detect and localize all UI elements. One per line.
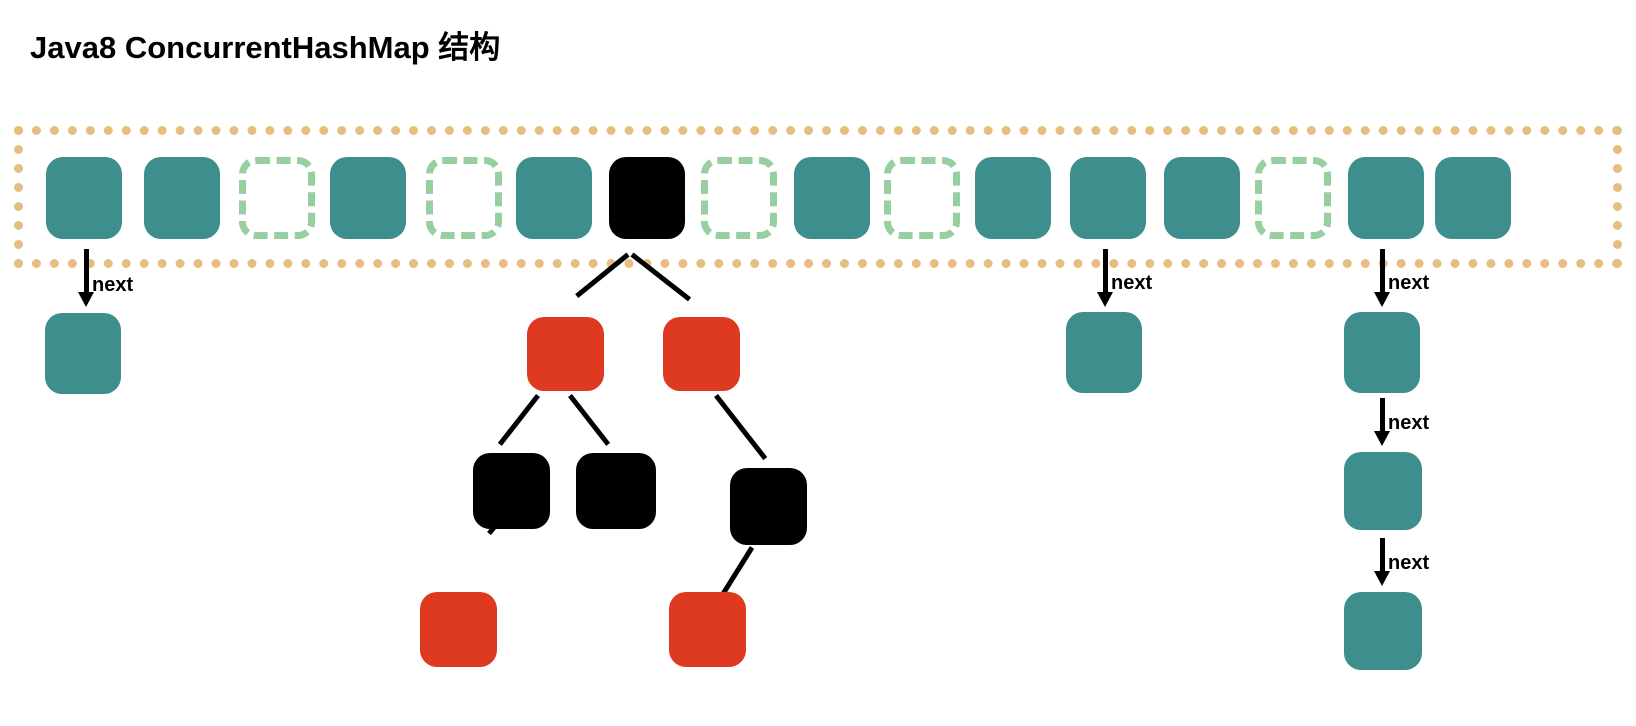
- bucket-cell-11[interactable]: [1070, 157, 1146, 239]
- bucket-cell-8[interactable]: [794, 157, 870, 239]
- next-label-bucket-14-1: next: [1388, 272, 1430, 294]
- bucket-cell-10[interactable]: [975, 157, 1051, 239]
- hash-bucket-array: [14, 126, 1622, 268]
- tree-node-level3-right[interactable]: [669, 592, 746, 667]
- chain-node-bucket-14-2[interactable]: [1344, 452, 1422, 530]
- bucket-cell-1[interactable]: [144, 157, 220, 239]
- tree-node-level1-left[interactable]: [527, 317, 604, 391]
- hash-bucket-array-row: [23, 135, 1613, 259]
- bucket-cell-6[interactable]: [609, 157, 685, 239]
- next-arrow-bucket-0: [72, 249, 102, 307]
- tree-node-level3-left[interactable]: [420, 592, 497, 667]
- tree-node-level2-right[interactable]: [730, 468, 807, 545]
- chain-node-bucket-14-1[interactable]: [1344, 312, 1420, 393]
- next-arrow-bucket-14-1: [1368, 249, 1398, 307]
- bucket-cell-12[interactable]: [1164, 157, 1240, 239]
- next-label-bucket-0: next: [92, 274, 134, 296]
- bucket-cell-7[interactable]: [701, 157, 777, 239]
- tree-edge-l1left-to-lr: [568, 393, 611, 446]
- tree-edge-l1left-to-ll: [497, 393, 540, 446]
- bucket-cell-0[interactable]: [46, 157, 122, 239]
- chain-node-bucket-11-1[interactable]: [1066, 312, 1142, 393]
- next-label-bucket-14-2: next: [1388, 412, 1430, 434]
- bucket-cell-2[interactable]: [239, 157, 315, 239]
- tree-edge-l1right-to-rr: [714, 393, 768, 461]
- tree-node-level1-right[interactable]: [663, 317, 740, 391]
- bucket-cell-5[interactable]: [516, 157, 592, 239]
- bucket-cell-13[interactable]: [1255, 157, 1331, 239]
- chain-node-bucket-0-1[interactable]: [45, 313, 121, 394]
- bucket-cell-9[interactable]: [884, 157, 960, 239]
- bucket-cell-3[interactable]: [330, 157, 406, 239]
- next-arrow-bucket-14-2: [1368, 398, 1398, 446]
- next-label-bucket-14-3: next: [1388, 552, 1430, 574]
- tree-edge-rr-to-rrl: [719, 546, 755, 598]
- next-arrow-bucket-11: [1091, 249, 1121, 307]
- bucket-cell-14[interactable]: [1348, 157, 1424, 239]
- tree-node-level2-middle[interactable]: [576, 453, 656, 529]
- next-arrow-bucket-14-3: [1368, 538, 1398, 586]
- bucket-cell-4[interactable]: [426, 157, 502, 239]
- chain-node-bucket-14-3[interactable]: [1344, 592, 1422, 670]
- next-label-bucket-11: next: [1111, 272, 1153, 294]
- tree-node-level2-left[interactable]: [473, 453, 550, 529]
- bucket-cell-15[interactable]: [1435, 157, 1511, 239]
- page-title: Java8 ConcurrentHashMap 结构: [30, 30, 501, 65]
